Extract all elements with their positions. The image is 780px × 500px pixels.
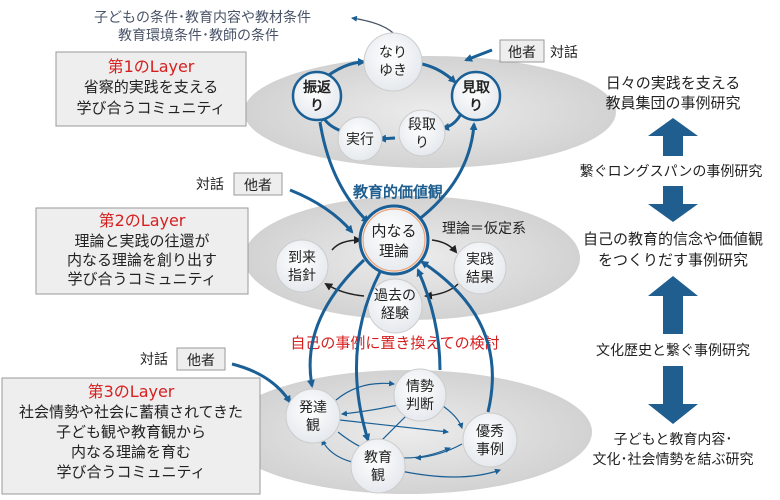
inner-to-mitori-arrow <box>417 122 478 222</box>
result-node: 実践 結果 <box>453 241 507 295</box>
past-experience-node: 過去の 経験 <box>367 278 423 334</box>
conditions-line2: 教育環境条件･教師の条件 <box>118 27 279 44</box>
layer2-line3: 学び合うコミュニティ <box>67 270 216 288</box>
svg-text:情勢: 情勢 <box>406 379 434 395</box>
right-link1: 繋ぐロングスパンの事例研究 <box>580 164 763 180</box>
svg-text:内なる: 内なる <box>371 222 416 240</box>
layer1-line2: 学び合うコミュニティ <box>76 99 225 117</box>
layer3-line3: 内なる理論を育む <box>71 443 191 461</box>
josei-node: 情勢 判断 <box>393 368 447 422</box>
layer3-line1: 社会情勢や社会に蓄積されてきた <box>19 403 243 421</box>
svg-text:段取: 段取 <box>408 117 436 133</box>
svg-text:理論: 理論 <box>379 242 409 260</box>
layer2-other-box <box>233 172 283 196</box>
conditions-line1: 子どもの条件･教育内容や教材条件 <box>94 9 311 26</box>
naryuki-node: なり ゆき <box>363 32 423 92</box>
svg-text:見取: 見取 <box>461 80 491 96</box>
inner-theory-node: 内なる 理論 <box>358 204 430 276</box>
layer1-box <box>55 51 247 127</box>
svg-text:り: り <box>415 135 429 151</box>
josei-to-inner-arrow <box>416 268 442 371</box>
svg-text:観: 観 <box>371 467 385 484</box>
layer3-dialogue-arrow <box>231 362 292 404</box>
inner-to-hattatsu-arrow <box>306 258 366 388</box>
layer3-box <box>1 377 261 495</box>
svg-text:指針: 指針 <box>288 268 316 284</box>
svg-text:観: 観 <box>306 417 320 434</box>
svg-text:事例: 事例 <box>476 442 504 458</box>
layer3-other-box <box>176 347 226 371</box>
layer1-other-label: 他者 <box>508 45 536 61</box>
svg-text:ゆき: ゆき <box>379 63 407 79</box>
svg-text:り: り <box>310 98 324 114</box>
theory-label: 理論＝仮定系 <box>442 221 526 237</box>
kyoiku-node: 教育 観 <box>350 438 406 494</box>
svg-text:なり: なり <box>379 45 407 61</box>
right-top-line2: 教員集団の事例研究 <box>605 94 740 112</box>
layer3-title: 第3のLayer <box>88 382 175 401</box>
goal-node: 到来 指針 <box>275 239 329 293</box>
layer1-title: 第1のLayer <box>108 57 195 76</box>
right-bot-line1: 子どもと教育内容･ <box>614 431 733 448</box>
dandori-node: 段取 り <box>398 109 446 157</box>
layer3-dialogue-label: 対話 <box>140 351 168 368</box>
layer2-line2: 内なる理論を創り出す <box>67 251 217 269</box>
right-top-line1: 日々の実践を支える <box>606 74 741 92</box>
layer2-line1: 理論と実践の往還が <box>74 232 209 250</box>
svg-text:振返: 振返 <box>303 79 331 96</box>
svg-text:経験: 経験 <box>381 306 409 322</box>
right-bot-line2: 文化･社会情勢を結ぶ研究 <box>593 452 754 468</box>
layer2-dialogue-arrow <box>289 188 354 234</box>
right-mid-line2: をつくりだす事例研究 <box>598 251 748 269</box>
right-link2: 文化歴史と繋ぐ事例研究 <box>596 343 750 359</box>
svg-text:結果: 結果 <box>466 270 494 286</box>
right-down-arrow-1 <box>648 186 698 222</box>
right-mid-line1: 自己の教育的信念や価値観 <box>583 230 763 248</box>
layer2-box <box>35 207 249 295</box>
right-up-arrow-2 <box>648 276 698 334</box>
svg-text:優秀: 優秀 <box>476 424 504 440</box>
layer3-other-label: 他者 <box>187 353 215 369</box>
values-label: 教育的価値観 <box>352 183 443 201</box>
svg-text:実践: 実践 <box>466 252 494 268</box>
svg-text:教育: 教育 <box>364 450 392 466</box>
furikaeri-node: 振返 り <box>291 70 343 122</box>
jikko-node: 実行 <box>337 116 383 162</box>
layer3-line4: 学び合うコミュニティ <box>56 463 205 481</box>
right-down-arrow-2 <box>648 366 698 424</box>
replace-label: 自己の事例に置き換えての検討 <box>290 334 499 352</box>
layer1-dialogue-arrow <box>464 48 493 62</box>
right-up-arrow-1 <box>648 118 698 156</box>
layer1-line1: 省察的実践を支える <box>84 78 219 96</box>
yushu-to-inner-arrow <box>420 260 494 413</box>
layer3-line2: 子ども観や教育観から <box>56 423 206 441</box>
svg-text:過去の: 過去の <box>374 288 416 304</box>
layer2-other-label: 他者 <box>244 178 272 194</box>
svg-text:判断: 判断 <box>406 397 434 413</box>
svg-text:到来: 到来 <box>288 250 316 266</box>
mitori-node: 見取 り <box>450 70 502 122</box>
layer1-other-box <box>499 39 545 63</box>
layer2-title: 第2のLayer <box>99 211 186 230</box>
svg-text:り: り <box>469 98 483 114</box>
yushu-node: 優秀 事例 <box>462 412 518 468</box>
inner-to-kyoiku-arrow <box>354 271 382 442</box>
svg-text:発達: 発達 <box>299 400 327 416</box>
svg-text:実行: 実行 <box>346 132 374 148</box>
furikaeri-to-inner-arrow <box>318 121 370 224</box>
layer2-dialogue-label: 対話 <box>196 176 224 193</box>
layer1-dialogue-label: 対話 <box>550 44 578 61</box>
hattatsu-node: 発達 観 <box>285 388 341 444</box>
